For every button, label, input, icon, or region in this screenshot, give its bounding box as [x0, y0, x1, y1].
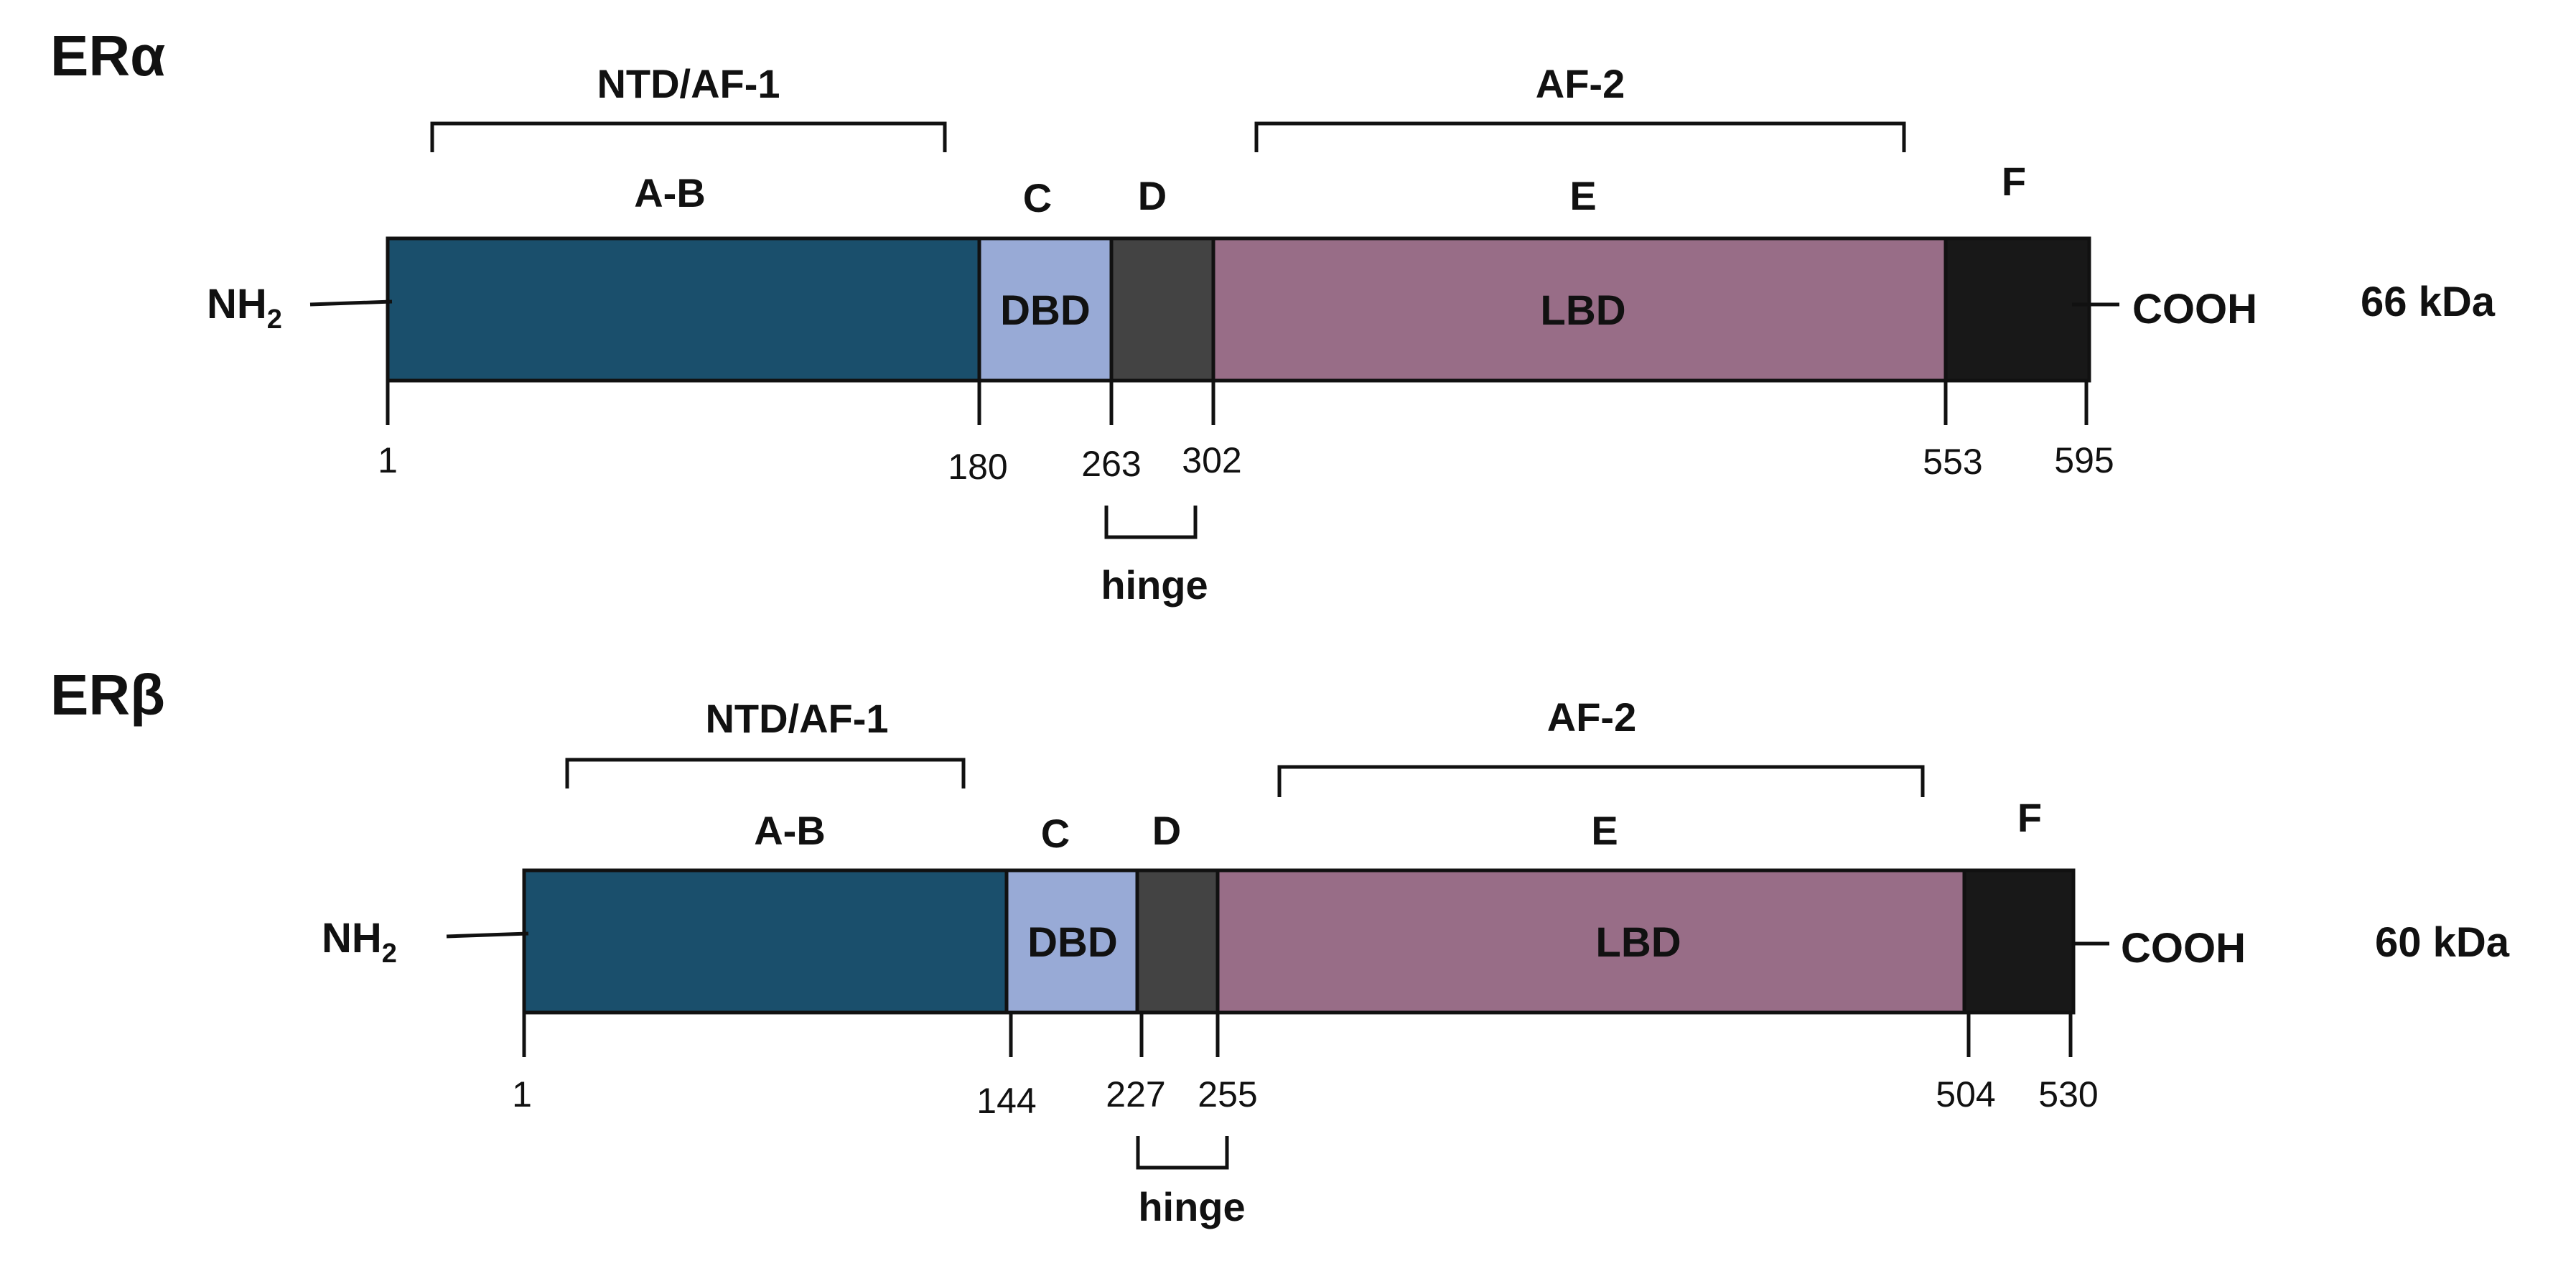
protein-title: ERβ — [50, 663, 165, 727]
position-label: 530 — [2038, 1074, 2098, 1115]
bracket-ntd-af1: NTD/AF-1 — [430, 61, 947, 152]
domain-dbd — [977, 236, 1114, 383]
n-terminus: NH2 — [207, 281, 393, 335]
domain-bar: DBD LBD — [386, 236, 2091, 383]
domain-label-dbd: DBD — [1027, 919, 1118, 966]
domain-hinge — [1135, 868, 1220, 1015]
c-terminus-label: COOH — [2132, 286, 2257, 332]
c-terminus-label: COOH — [2121, 925, 2246, 972]
position-labels: 1 180 263 302 553 595 — [378, 440, 2114, 487]
hinge-bracket: hinge — [1136, 1136, 1246, 1229]
position-label: 144 — [976, 1081, 1036, 1121]
domain-f — [1962, 868, 2076, 1015]
n-terminus: NH2 — [322, 915, 529, 969]
position-label: 1 — [512, 1074, 532, 1115]
position-label: 227 — [1106, 1074, 1165, 1115]
domain-letter-f: F — [2017, 795, 2042, 840]
position-label: 1 — [378, 440, 398, 480]
position-label: 553 — [1923, 442, 1982, 482]
domain-lbd — [1215, 868, 1966, 1015]
hinge-label: hinge — [1138, 1184, 1245, 1229]
domain-letter-c: C — [1023, 175, 1052, 220]
n-terminus-label: NH2 — [207, 281, 282, 335]
molecular-mass: 60 kDa — [2375, 919, 2510, 966]
n-terminus-label: NH2 — [322, 915, 397, 969]
domain-label-lbd: LBD — [1595, 919, 1681, 966]
c-terminus: COOH — [2072, 286, 2257, 332]
position-label: 595 — [2054, 440, 2114, 480]
domain-label-dbd: DBD — [1000, 287, 1091, 334]
domain-ab — [386, 236, 981, 383]
protein-er-beta: ERβ NTD/AF-1 AF-2 A-B C D E F DBD LBD NH… — [50, 663, 2510, 1229]
molecular-mass: 66 kDa — [2361, 279, 2496, 325]
domain-ab — [522, 868, 1009, 1015]
position-label: 255 — [1198, 1074, 1257, 1115]
position-label: 302 — [1182, 440, 1241, 480]
position-label: 180 — [948, 447, 1007, 487]
position-labels: 1 144 227 255 504 530 — [512, 1074, 2099, 1121]
domain-letter-e: E — [1569, 173, 1596, 218]
bracket-label: NTD/AF-1 — [597, 61, 780, 106]
protein-title: ERα — [50, 24, 165, 88]
hinge-label: hinge — [1101, 562, 1208, 608]
bracket-label: NTD/AF-1 — [705, 696, 888, 741]
domain-letter-ab: A-B — [754, 808, 826, 853]
domain-letter-c: C — [1041, 811, 1070, 856]
domain-letter-d: D — [1138, 173, 1167, 218]
domain-letter-d: D — [1152, 808, 1181, 853]
domain-letter-e: E — [1591, 808, 1618, 853]
protein-er-alpha: ERα NTD/AF-1 AF-2 A-B C D E F DBD LBD NH… — [50, 24, 2496, 608]
position-label: 504 — [1936, 1074, 1995, 1115]
domain-bar: DBD LBD — [522, 868, 2076, 1015]
domain-lbd — [1211, 236, 1948, 383]
c-terminus: COOH — [2073, 925, 2246, 972]
position-ticks — [522, 1013, 2073, 1057]
bracket-label: AF-2 — [1536, 61, 1625, 106]
domain-hinge — [1109, 236, 1215, 383]
bracket-af2: AF-2 — [1254, 61, 1906, 152]
position-ticks — [386, 381, 2089, 425]
bracket-label: AF-2 — [1547, 694, 1636, 740]
domain-dbd — [1004, 868, 1139, 1015]
domain-f — [1943, 236, 2091, 383]
domain-letter-f: F — [2002, 159, 2026, 204]
hinge-bracket: hinge — [1101, 506, 1208, 608]
domain-label-lbd: LBD — [1540, 287, 1625, 334]
bracket-af2: AF-2 — [1277, 694, 1925, 797]
bracket-ntd-af1: NTD/AF-1 — [565, 696, 966, 788]
domain-letter-ab: A-B — [634, 170, 706, 215]
position-label: 263 — [1081, 444, 1141, 484]
